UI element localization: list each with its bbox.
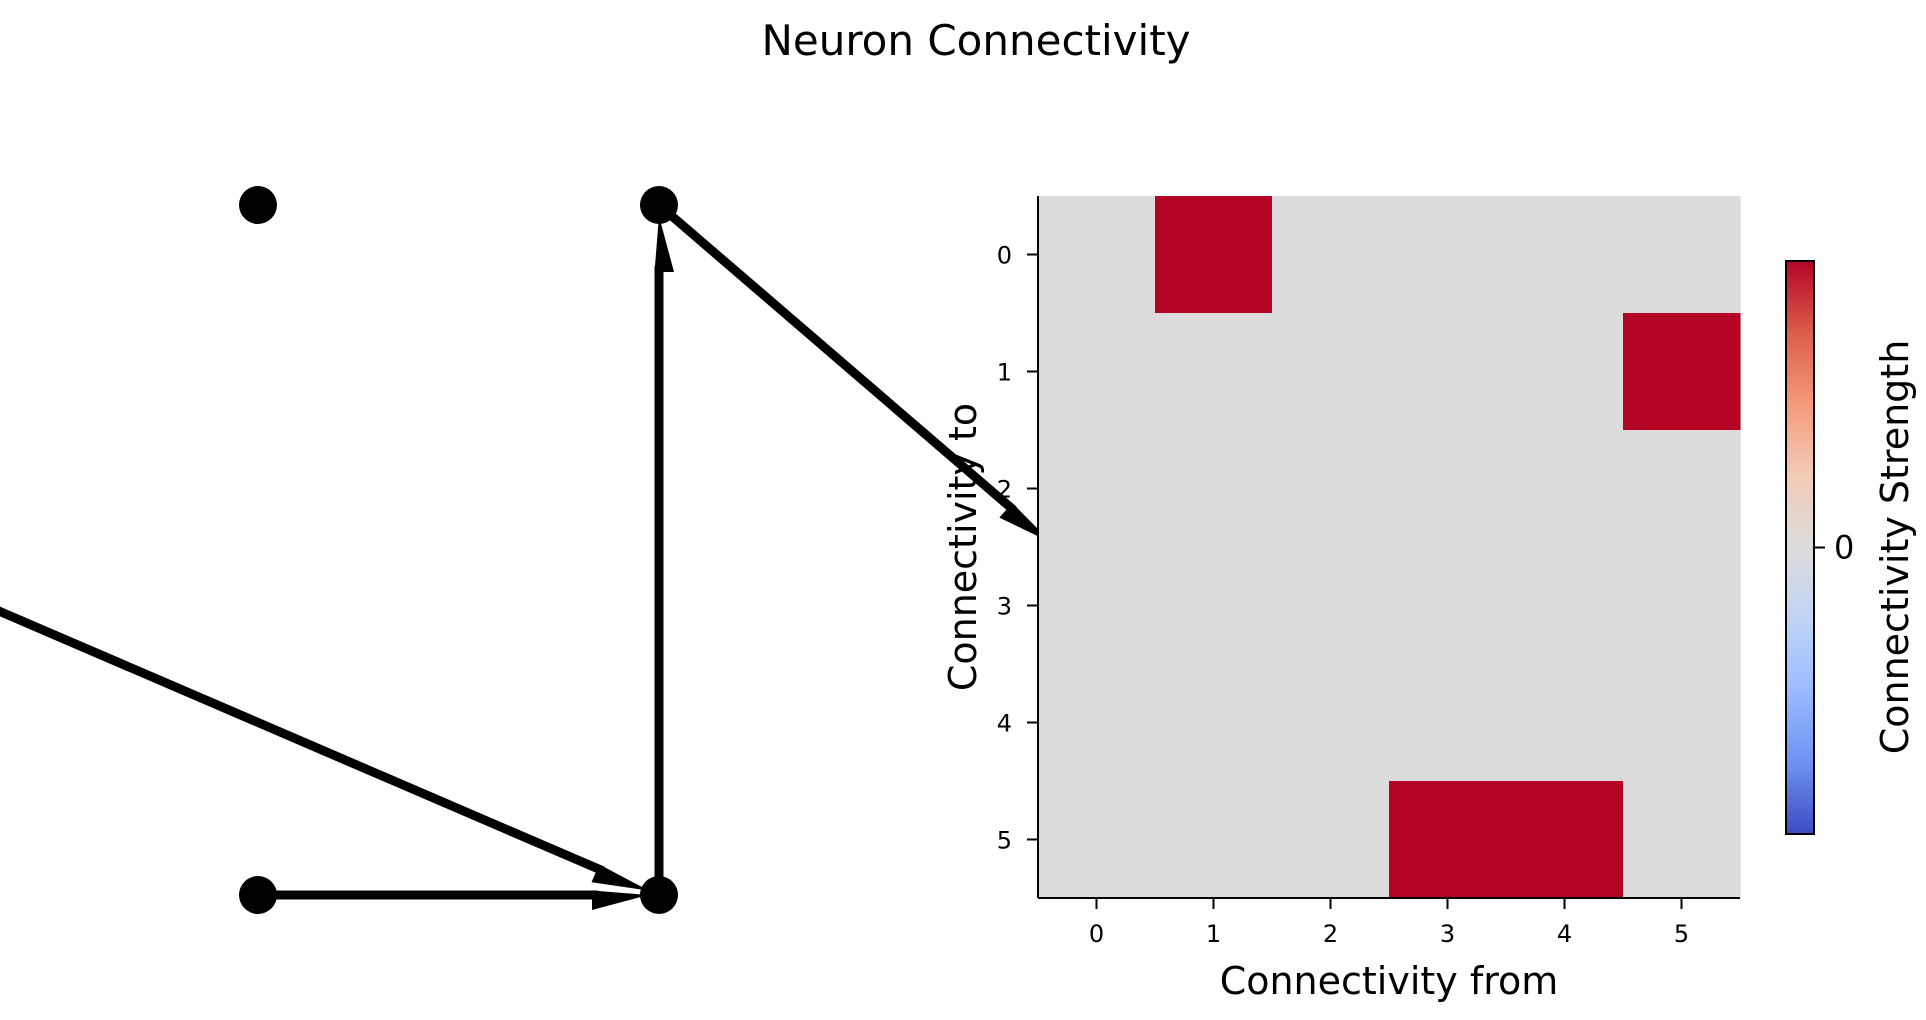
heatmap-cell-4-1 xyxy=(1155,664,1273,782)
heatmap-cell-2-3 xyxy=(1389,430,1507,548)
heatmap-cell-2-1 xyxy=(1155,430,1273,548)
heatmap-cell-0-1 xyxy=(1155,196,1273,314)
heatmap-y-ticks: 0 1 2 3 4 5 xyxy=(997,242,1038,855)
network-nodes xyxy=(239,186,1079,914)
edge-arrowhead xyxy=(654,216,674,272)
heatmap-x-ticks: 0 1 2 3 4 5 xyxy=(1089,898,1689,948)
heatmap-cell-1-1 xyxy=(1155,313,1273,431)
heatmap-x-axis-label: Connectivity from xyxy=(1220,959,1559,1003)
x-tick-label: 0 xyxy=(1089,920,1104,948)
network-edges xyxy=(0,201,1052,910)
network-edge-2-0 xyxy=(654,216,674,895)
edge-line xyxy=(0,606,605,876)
heatmap-cell-5-2 xyxy=(1272,781,1390,899)
network-node-0 xyxy=(640,186,678,224)
y-tick-label: 4 xyxy=(997,710,1012,738)
heatmap-cell-4-0 xyxy=(1038,664,1156,782)
network-edge-3-2 xyxy=(258,890,648,910)
heatmap-cell-3-4 xyxy=(1506,547,1624,665)
heatmap-cell-2-5 xyxy=(1623,430,1741,548)
heatmap-cell-2-2 xyxy=(1272,430,1390,548)
heatmap-cell-2-4 xyxy=(1506,430,1624,548)
heatmap-cell-3-0 xyxy=(1038,547,1156,665)
colorbar-tick-label: 0 xyxy=(1834,529,1854,567)
network-node-3 xyxy=(239,876,277,914)
y-tick-label: 5 xyxy=(997,827,1012,855)
heatmap-cell-3-1 xyxy=(1155,547,1273,665)
x-tick-label: 5 xyxy=(1674,920,1689,948)
heatmap-cells xyxy=(1038,196,1741,899)
heatmap-cell-3-5 xyxy=(1623,547,1741,665)
heatmap-cell-4-2 xyxy=(1272,664,1390,782)
edge-arrowhead xyxy=(591,864,649,891)
edge-arrowhead xyxy=(592,890,648,910)
x-tick-label: 3 xyxy=(1440,920,1455,948)
y-tick-label: 1 xyxy=(997,359,1012,387)
colorbar: 0 Connectivity Strength xyxy=(1785,260,1917,835)
figure-title: Neuron Connectivity xyxy=(761,16,1190,65)
heatmap-cell-1-2 xyxy=(1272,313,1390,431)
y-tick-label: 2 xyxy=(997,476,1012,504)
network-edge-0-1 xyxy=(656,201,1052,543)
heatmap-cell-0-3 xyxy=(1389,196,1507,314)
heatmap-cell-1-4 xyxy=(1506,313,1624,431)
heatmap-cell-1-3 xyxy=(1389,313,1507,431)
x-tick-label: 4 xyxy=(1557,920,1572,948)
heatmap-cell-4-4 xyxy=(1506,664,1624,782)
heatmap-cell-0-0 xyxy=(1038,196,1156,314)
heatmap-cell-5-1 xyxy=(1155,781,1273,899)
x-tick-label: 2 xyxy=(1323,920,1338,948)
y-tick-label: 0 xyxy=(997,242,1012,270)
heatmap-cell-5-5 xyxy=(1623,781,1741,899)
y-tick-label: 3 xyxy=(997,593,1012,621)
heatmap-y-axis-label: Connectivity to xyxy=(941,403,985,691)
heatmap-cell-3-3 xyxy=(1389,547,1507,665)
heatmap-cell-0-5 xyxy=(1623,196,1741,314)
heatmap-cell-0-4 xyxy=(1506,196,1624,314)
network-graph xyxy=(0,186,1079,914)
heatmap-cell-4-5 xyxy=(1623,664,1741,782)
colorbar-gradient xyxy=(1785,260,1815,835)
colorbar-ticks: 0 xyxy=(1814,529,1854,567)
heatmap-cell-1-5 xyxy=(1623,313,1741,431)
edge-line xyxy=(656,201,1017,514)
heatmap-cell-3-2 xyxy=(1272,547,1390,665)
heatmap-cell-5-3 xyxy=(1389,781,1507,899)
heatmap-cell-0-2 xyxy=(1272,196,1390,314)
network-node-5 xyxy=(239,186,277,224)
heatmap-cell-5-4 xyxy=(1506,781,1624,899)
colorbar-label: Connectivity Strength xyxy=(1873,340,1917,755)
x-tick-label: 1 xyxy=(1206,920,1221,948)
heatmap-cell-2-0 xyxy=(1038,430,1156,548)
network-edge-4-2 xyxy=(0,606,649,891)
heatmap-cell-1-0 xyxy=(1038,313,1156,431)
heatmap-cell-5-0 xyxy=(1038,781,1156,899)
network-node-2 xyxy=(640,876,678,914)
connectivity-heatmap: 0 1 2 3 4 5 0 1 2 3 4 5 Connectivity from Connecti… xyxy=(941,196,1741,1003)
heatmap-cell-4-3 xyxy=(1389,664,1507,782)
